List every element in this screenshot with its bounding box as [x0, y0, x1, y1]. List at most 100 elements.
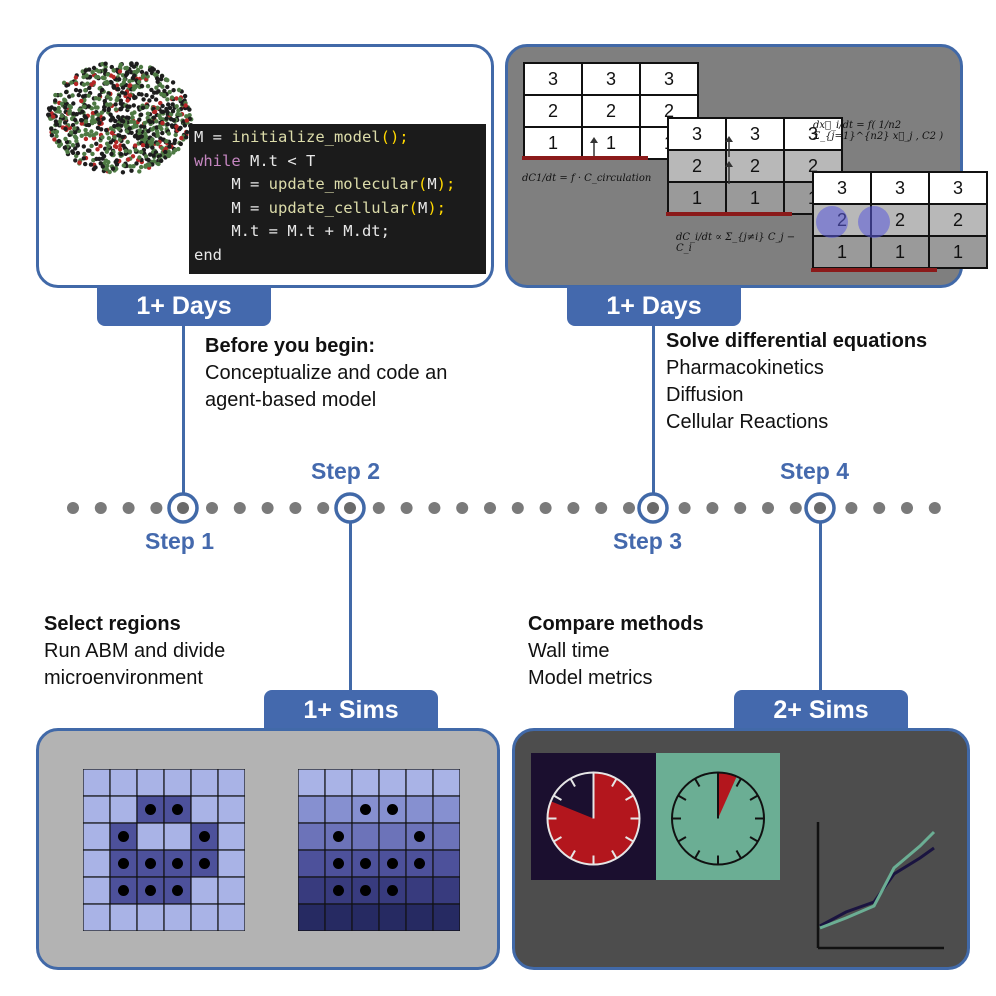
timeline-dot	[595, 502, 608, 514]
cell-dot	[174, 124, 179, 129]
line: Wall time	[528, 640, 610, 662]
timeline-dot	[484, 502, 496, 514]
cell-dot	[117, 137, 123, 142]
agent-dot	[145, 885, 156, 896]
cell-dot	[108, 118, 114, 123]
cell-dot	[160, 120, 165, 126]
grid-cell: 3	[581, 62, 641, 96]
clock-tick	[749, 836, 759, 843]
cell-dot	[187, 107, 192, 112]
grid-cell	[217, 903, 245, 931]
cell-dot	[140, 143, 146, 148]
cell-dot	[86, 122, 92, 128]
timeline-dot	[428, 502, 441, 514]
agent-dot	[333, 858, 344, 869]
cell-dot	[100, 135, 105, 140]
cell-dot	[165, 78, 170, 83]
cell-dot	[157, 113, 162, 118]
agent-dot	[333, 885, 344, 896]
cell-dot	[138, 112, 144, 117]
cell-dot	[108, 126, 114, 131]
cell-dot	[113, 118, 118, 124]
cell-dot	[102, 105, 107, 110]
cell-dot	[78, 118, 84, 123]
cell-dot	[127, 83, 133, 88]
cell-dot	[164, 139, 169, 144]
cell-dot	[124, 129, 130, 134]
up-arrow-icon	[725, 136, 733, 157]
cell-dot	[105, 72, 111, 77]
wall-time-clock-fast	[656, 753, 780, 880]
text-before-you-begin: Before you begin: Conceptualize and code…	[205, 333, 447, 414]
line: Pharmacokinetics	[666, 357, 824, 379]
line: microenvironment	[44, 667, 203, 689]
timeline-dot	[845, 502, 858, 514]
cell-dot	[155, 76, 160, 81]
cell-dot	[81, 156, 86, 161]
agent-dot	[333, 831, 344, 842]
cell-dot	[72, 134, 78, 139]
code-line: M = update_cellular(M);	[194, 198, 446, 217]
grid-cell	[432, 822, 460, 851]
cell-dot	[103, 68, 108, 73]
grid-cell	[83, 822, 111, 851]
cell-dot	[105, 102, 110, 107]
code-line: M.t = M.t + M.dt;	[194, 222, 390, 240]
grid-cell	[351, 903, 380, 931]
cell-dot	[109, 64, 115, 70]
agent-dot	[118, 831, 129, 842]
badge-before-begin-duration: 1+ Days	[97, 286, 271, 326]
timeline-dot	[567, 502, 580, 514]
cell-dot	[96, 112, 101, 117]
cell-dot	[143, 131, 148, 137]
cell-dot	[83, 68, 88, 73]
cell-dot	[63, 105, 68, 110]
cell-dot	[100, 75, 106, 80]
cell-dot	[77, 88, 83, 94]
connector-line-step1	[182, 326, 185, 494]
agent-dot	[172, 804, 183, 815]
cell-dot	[176, 87, 182, 93]
cell-dot	[96, 116, 101, 122]
cell-dot	[164, 116, 169, 121]
timeline-dot	[206, 502, 218, 514]
cell-dot	[147, 98, 152, 103]
cell-dot	[182, 123, 188, 128]
grid-cell	[109, 769, 138, 797]
clock-tick	[735, 778, 742, 787]
cell-dot	[83, 88, 88, 93]
grid-cell	[136, 769, 165, 797]
cell-dot	[89, 129, 94, 134]
cell-dot	[179, 135, 184, 141]
step-marker-dot	[177, 502, 189, 514]
cell-dot	[155, 130, 160, 136]
cell-dot	[113, 159, 118, 165]
cell-dot	[121, 163, 127, 168]
cell-dot	[91, 166, 97, 172]
cell-dot	[146, 157, 151, 163]
grid-cell	[83, 876, 111, 905]
grid-cell: 2	[523, 94, 583, 128]
agent-dot	[387, 858, 398, 869]
cell-dot	[71, 101, 76, 106]
cell-dot	[183, 103, 188, 108]
timeline-dot	[400, 502, 413, 514]
grid-baseline	[522, 156, 648, 160]
cell-dot	[49, 133, 55, 138]
cell-dot	[87, 74, 93, 79]
cell-dot	[87, 67, 92, 72]
cell-dot	[123, 148, 128, 154]
connector-line-step3	[652, 326, 655, 494]
cell-dot	[184, 130, 190, 135]
cell-dot	[117, 77, 122, 82]
cell-dot	[178, 141, 183, 147]
cell-dot	[148, 152, 153, 157]
grid-cell	[324, 903, 353, 931]
grid-cell: 1	[725, 181, 785, 215]
agent-dot	[360, 885, 371, 896]
cell-dot	[135, 67, 141, 73]
grid-cell	[351, 769, 380, 797]
agent-dot	[199, 831, 210, 842]
cell-dot	[137, 169, 142, 174]
cell-dot	[53, 92, 58, 98]
